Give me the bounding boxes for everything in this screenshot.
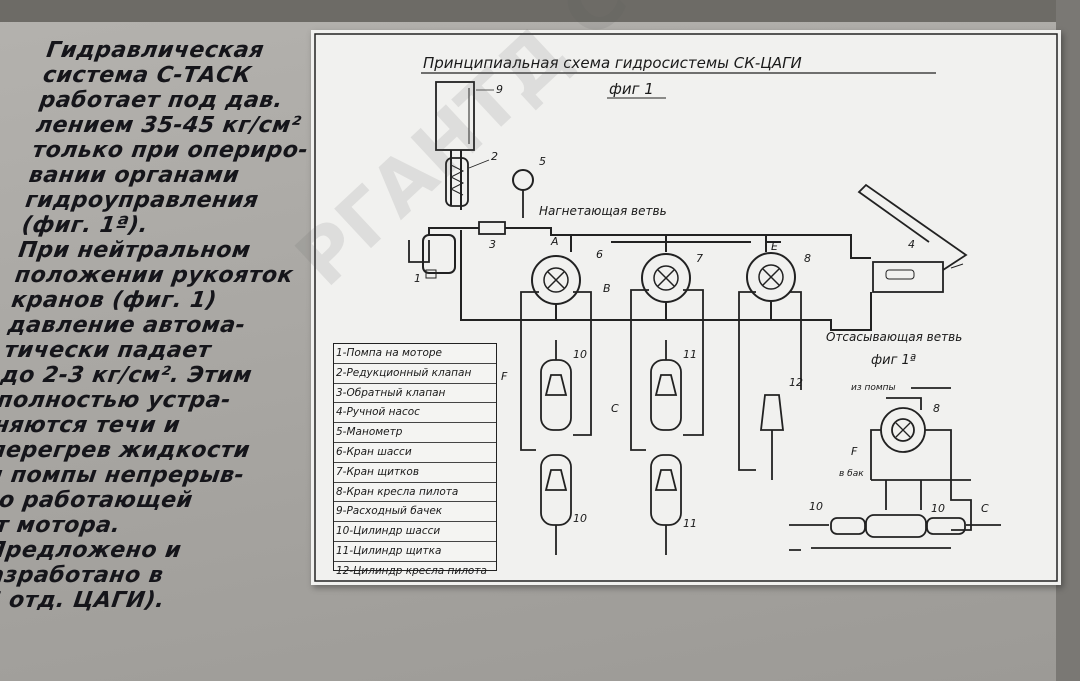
label-4: 4: [908, 238, 915, 251]
cylinder-branches: [520, 289, 802, 471]
label-11-top: 11: [683, 348, 697, 361]
note-line: Гидравлическая: [44, 38, 266, 63]
note-line: (Предложено и: [0, 538, 183, 563]
legend-item: 5-Манометр: [334, 423, 496, 443]
note-line: полностью устра-: [0, 388, 233, 413]
label-5: 5: [539, 155, 546, 168]
label-1: 1: [414, 272, 421, 285]
note-line: работает под дав.: [37, 88, 285, 113]
legend-item: 9-Расходный бачек: [334, 502, 496, 523]
pressure-gauge: [512, 169, 534, 218]
note-line: При нейтральном: [16, 238, 253, 263]
note-line: но работающей: [0, 488, 195, 513]
legend-item: 10-Цилиндр шасси: [334, 522, 496, 542]
legend-item: 12-Цилиндр кресла пилота: [336, 564, 487, 577]
fig1a-letter-f: F: [851, 445, 858, 458]
seat-valve: [746, 252, 796, 302]
note-line: (фиг. 1ª).: [20, 213, 150, 238]
note-line: няются течи и: [0, 413, 182, 438]
legend-item: 2-Редукционный клапан: [334, 364, 496, 384]
label-7: 7: [696, 252, 703, 265]
note-line: давление автома-: [6, 313, 248, 338]
fig1a-letter-c: С: [981, 502, 989, 515]
sheet-border: [314, 33, 1058, 582]
note-line: гидроуправления: [23, 188, 261, 213]
schematic-sheet: Принципиальная схема гидросистемы СК-ЦАГ…: [311, 30, 1061, 585]
pressure-line: [428, 227, 871, 259]
note-line: от мотора.: [0, 513, 123, 538]
board-top-edge: [0, 0, 1080, 22]
fig1a-label-10-left: 10: [809, 500, 823, 513]
legend-item: 3-Обратный клапан: [334, 384, 496, 404]
note-line: до 2-3 кг/см². Этим: [0, 363, 254, 388]
fig1-label: фиг 1: [609, 80, 654, 98]
flaps-cylinders: [650, 340, 682, 555]
label-12: 12: [789, 376, 803, 389]
letter-a: А: [550, 235, 559, 248]
letter-f: F: [501, 370, 508, 383]
flaps-valve: [641, 253, 691, 303]
label-10-bottom: 10: [573, 512, 587, 525]
reducing-valve: [445, 157, 469, 207]
label-8: 8: [804, 252, 811, 265]
note-line: и помпы непрерыв-: [0, 463, 246, 488]
chassis-cylinders: [540, 340, 572, 555]
label-3: 3: [489, 238, 496, 251]
chassis-valve: [531, 255, 581, 305]
label-11-bottom: 11: [683, 517, 697, 530]
note-line: система С-ТАСК: [41, 63, 253, 88]
pressure-line-label: Нагнетающая ветвь: [539, 204, 667, 218]
legend-item: 1-Помпа на моторе: [334, 344, 496, 364]
hydraulic-schematic: Принципиальная схема гидросистемы СК-ЦАГ…: [314, 33, 1058, 582]
to-tank-label: в бак: [839, 469, 864, 479]
note-line: тически падает: [2, 338, 213, 363]
fig1a-label-8: 8: [933, 402, 940, 415]
note-line: перегрев жидкости: [0, 438, 252, 463]
from-pump-label: из помпы: [851, 383, 896, 393]
fig1a-label-10-right: 10: [931, 502, 945, 515]
letter-e: Е: [771, 240, 778, 253]
legend-item: 11-Цилиндр щитка: [334, 542, 496, 562]
note-line: 26 отд. ЦАГИ).: [0, 588, 167, 613]
note-line: только при опериро-: [30, 138, 310, 163]
note-line: лением 35-45 кг/см²: [34, 113, 303, 138]
fig1a-label: фиг 1ª: [871, 353, 916, 368]
engine-pump: [408, 234, 456, 279]
diagram-title: Принципиальная схема гидросистемы СК-ЦАГ…: [423, 54, 802, 72]
suction-line-label: Отсасывающая ветвь: [826, 330, 962, 344]
note-line: вании органами: [27, 163, 241, 188]
label-9: 9: [496, 83, 503, 96]
fig1a-valve-assembly: [789, 387, 1001, 551]
note-line: положении рукояток: [13, 263, 295, 288]
hand-pump: [857, 183, 968, 293]
note-line: разработано в: [0, 563, 166, 588]
letter-c: С: [611, 402, 619, 415]
check-valve: [478, 221, 506, 235]
label-6: 6: [596, 248, 603, 261]
letter-b: В: [603, 282, 611, 295]
suction-line: [460, 235, 872, 331]
legend-table: 1-Помпа на моторе 2-Редукционный клапан …: [333, 343, 497, 577]
legend-item: 7-Кран щитков: [334, 463, 496, 483]
label-10-top: 10: [573, 348, 587, 361]
label-2: 2: [491, 150, 498, 163]
note-line: кранов (фиг. 1): [9, 288, 219, 313]
legend-item: 8-Кран кресла пилота: [334, 483, 496, 503]
legend-item: 4-Ручной насос: [334, 403, 496, 424]
legend-item: 6-Кран шасси: [334, 443, 496, 463]
seat-cylinder: [759, 394, 785, 480]
